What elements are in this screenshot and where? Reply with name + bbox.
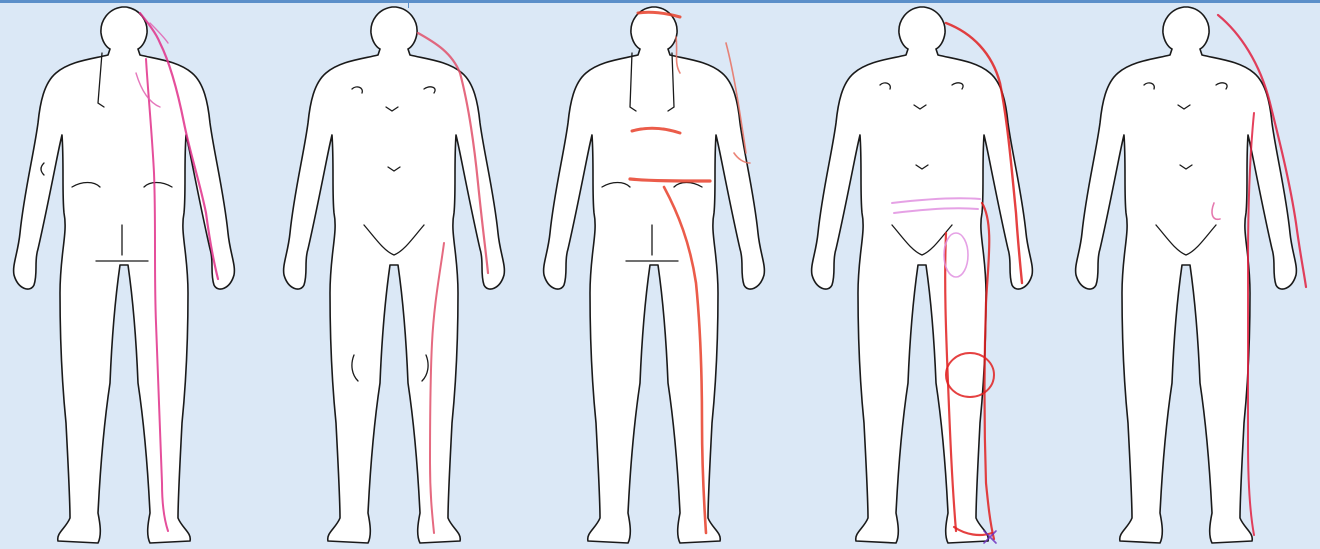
body-figure-1-back — [0, 3, 264, 549]
body-figure-2-front — [268, 3, 532, 549]
body-outline-1 — [0, 3, 264, 549]
body-figure-4-front — [796, 3, 1060, 549]
body-outline-2 — [268, 3, 532, 549]
body-outline-3 — [530, 3, 794, 549]
body-outline-4 — [796, 3, 1060, 549]
body-figure-5-front — [1060, 3, 1320, 549]
body-figure-3-back — [530, 3, 794, 549]
body-outline-5 — [1060, 3, 1320, 549]
